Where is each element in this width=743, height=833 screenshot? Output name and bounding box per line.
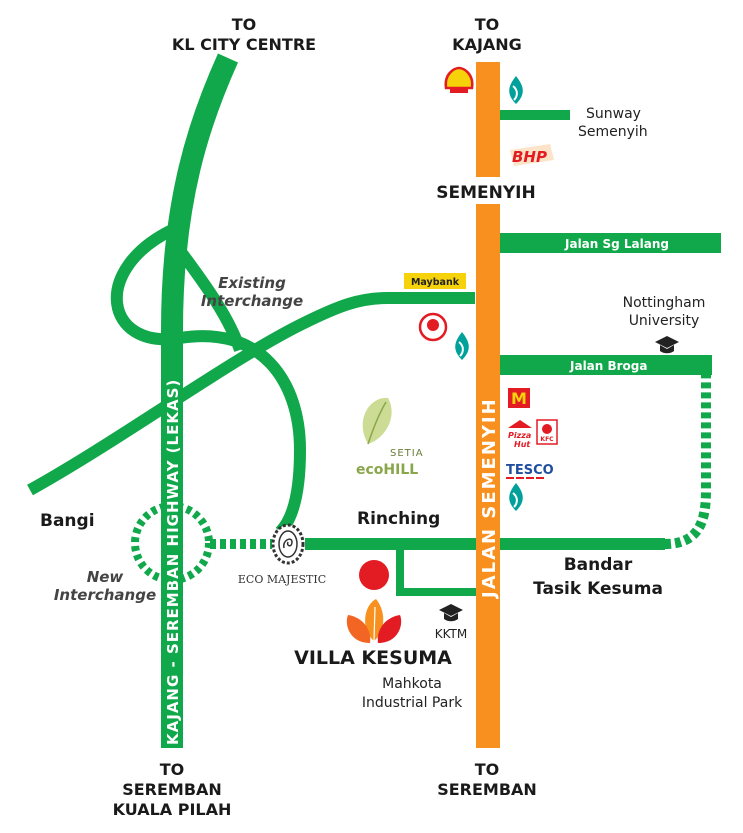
villa-kesuma-label: VILLA KESUMA [294,647,452,669]
jalan-semenyih-road [476,204,500,748]
petronas-icon [455,332,469,360]
svg-text:Maybank: Maybank [411,277,460,288]
eco-majestic-emblem [271,523,305,565]
tasik-kesuma-label: Tasik Kesuma [533,579,663,599]
sunway-semenyih-label: Semenyih [578,124,648,140]
existing-label: Existing [218,274,286,292]
mcdonalds-icon: M [508,388,530,408]
existing-interchange-label: Interchange [201,292,303,310]
rinching-label: Rinching [357,509,440,529]
svg-text:BHP: BHP [512,148,547,166]
seremban-label: SEREMBAN [437,780,537,799]
interchange-branch-road [167,236,246,352]
seremban-kp-label: SEREMBAN [122,780,222,799]
svg-text:M: M [511,389,527,408]
new-interchange-ring [131,502,213,584]
kuala-pilah-label: KUALA PILAH [113,800,232,819]
jalan-semenyih-label: JALAN SEMENYIH [479,397,500,600]
seremban-to-label: TO [475,760,500,779]
petronas-icon [509,483,523,511]
bhp-logo: BHP [510,144,554,166]
kajang-to-label: TO [475,15,500,34]
red-bank-icon [418,312,448,342]
kl-city-centre-label: KL CITY CENTRE [172,35,316,54]
semenyih-label: SEMENYIH [436,183,535,203]
petronas-icon [509,76,523,104]
pizzahut-icon: Pizza Hut [508,420,532,449]
svg-text:Hut: Hut [514,440,531,449]
sunway-label: Sunway [586,106,641,122]
new-interchange-label: Interchange [54,586,156,604]
tesco-logo: TESCO [506,463,554,479]
graduation-cap-icon [439,604,463,622]
highway-lekas-road [161,53,239,748]
roads [27,53,721,748]
svg-text:TESCO: TESCO [506,463,554,478]
mahkota-label: Mahkota [382,676,442,692]
mahkota-industrial-park-label: Industrial Park [362,695,463,711]
kajang-label: KAJANG [452,35,522,54]
bangi-road [27,292,475,496]
kktm-spur-road [396,544,488,596]
svg-text:SETIA: SETIA [390,448,424,459]
jalan-broga-label: Jalan Broga [569,359,648,373]
nottingham-label: Nottingham [623,295,706,311]
jalan-semenyih-top-road [476,62,500,177]
bandar-label: Bandar [564,555,633,575]
svg-text:ecoHILL: ecoHILL [356,462,418,478]
shell-icon [444,66,474,93]
villa-kesuma-leaf-logo [346,599,402,643]
sunway-road [488,110,570,120]
bangi-label: Bangi [40,511,95,531]
kfc-icon: KFC [536,419,558,445]
broga-dashed-road [664,368,711,549]
jalan-sg-lalang-label: Jalan Sg Lalang [564,237,669,251]
kl-to-label: TO [232,15,257,34]
highway-label: KAJANG - SEREMBAN HIGHWAY (LEKAS) [164,379,182,745]
kktm-label: KKTM [435,627,468,641]
svg-text:KFC: KFC [540,436,554,443]
graduation-cap-icon [655,336,679,354]
new-label: New [87,568,124,586]
maybank-logo: Maybank [404,273,466,289]
jalan-broga-road [488,355,712,375]
seremban-kp-to-label: TO [160,760,185,779]
svg-text:Pizza: Pizza [508,431,531,440]
eco-majestic-label: ECO MAJESTIC [238,573,326,586]
nottingham-university-label: University [629,313,700,329]
jalan-sg-lalang-road [488,233,721,253]
setia-ecohill-logo: SETIA ecoHILL [356,397,424,478]
red-location-marker [359,560,389,590]
